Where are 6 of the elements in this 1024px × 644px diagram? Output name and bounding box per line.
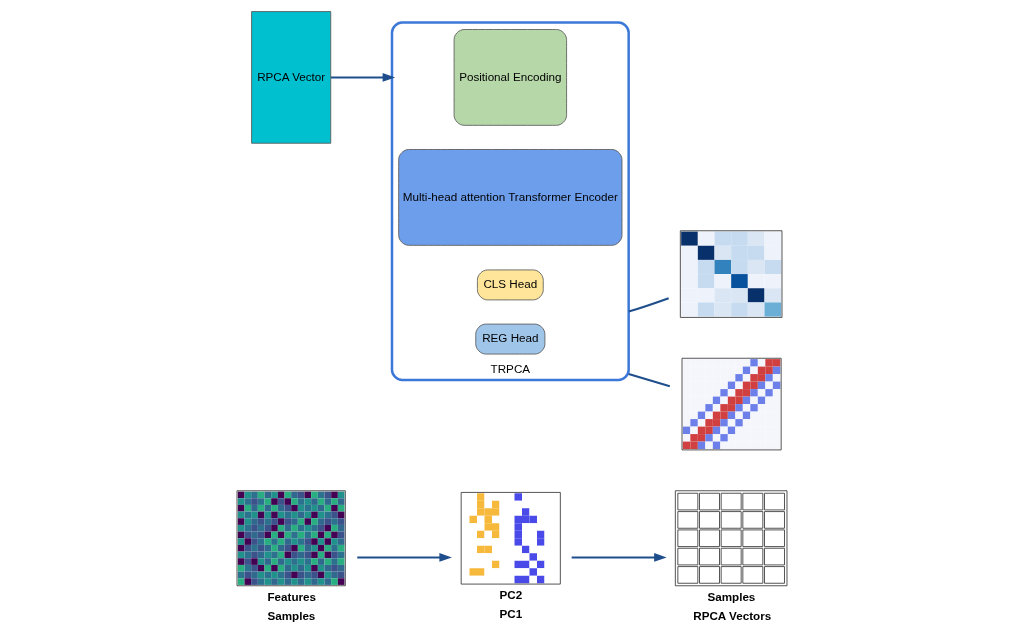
node-label: Features xyxy=(267,589,317,603)
node-label: RPCA Vectors xyxy=(693,609,772,623)
node-label: PC2 xyxy=(499,588,523,602)
node-label: Samples xyxy=(267,609,316,623)
node-label: PC1 xyxy=(499,607,523,621)
node-label: Samples xyxy=(707,589,756,603)
